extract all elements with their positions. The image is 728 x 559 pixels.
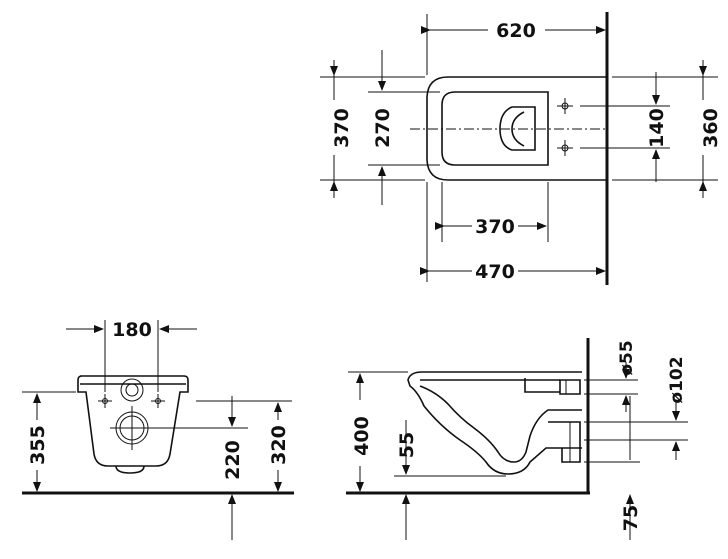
dim-seat-length: 470: [475, 261, 515, 283]
bowl-outline-front: [77, 375, 189, 467]
dim-front-rim-height: 355: [27, 425, 49, 465]
dim-overall-depth: 620: [496, 20, 536, 42]
dim-pan-depth: 55: [396, 432, 418, 458]
dim-frame-width: 360: [700, 108, 722, 148]
side-view: 400 55 ø55 ø102 75: [346, 338, 688, 540]
dim-front-fixing-spacing: 180: [112, 319, 152, 341]
fixing-mark-left: [98, 394, 112, 408]
fixing-mark-right: [151, 394, 165, 408]
outlet-opening-front: [110, 406, 154, 450]
fixing-mark-upper: [557, 98, 573, 114]
dim-outlet-height: 220: [222, 440, 244, 480]
bowl-drain-top: [511, 111, 525, 147]
front-view: 180 355 220 320: [22, 319, 294, 540]
dim-inlet-diameter: ø55: [617, 340, 637, 375]
dim-seat-width: 270: [372, 108, 394, 148]
top-view: 620 370 270 140 360: [320, 12, 722, 285]
dim-overall-width: 370: [331, 108, 353, 148]
dim-bowl-length: 370: [475, 216, 515, 238]
dim-fixing-height: 320: [268, 425, 290, 465]
inlet-spigot: [559, 379, 581, 395]
dim-outlet-diameter: ø102: [667, 356, 687, 403]
seat-inner-top: [441, 91, 549, 166]
dim-floor-offset: 75: [620, 505, 642, 531]
bowl-inner-side: [419, 385, 582, 463]
dim-fixing-spacing: 140: [646, 108, 668, 148]
inlet-opening-front: [120, 378, 144, 402]
outlet-spigot: [548, 421, 581, 463]
dim-side-rim-height: 400: [351, 416, 373, 456]
fixing-mark-lower: [557, 140, 573, 156]
bowl-outline-top: [426, 76, 607, 181]
bowl-profile-side: [407, 371, 582, 475]
